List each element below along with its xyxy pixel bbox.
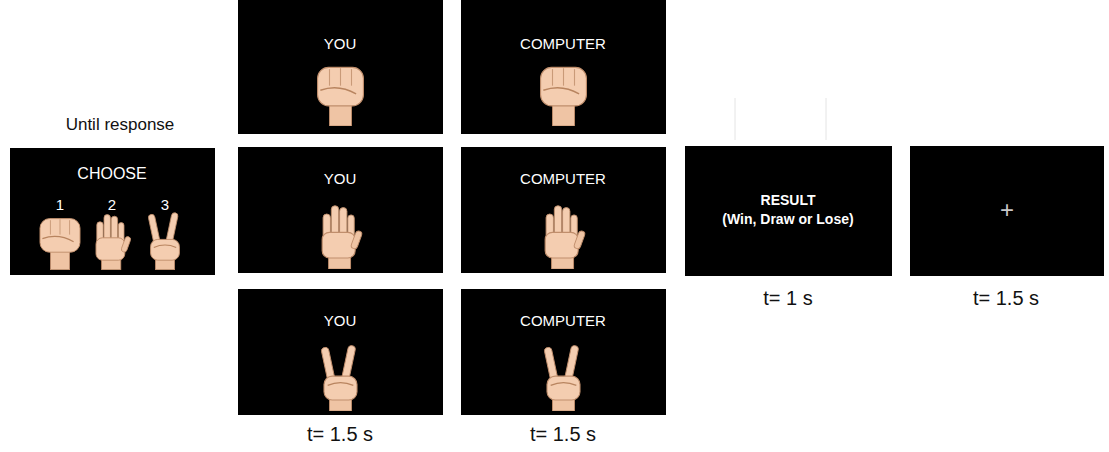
- fixation-cross: +: [1000, 196, 1014, 224]
- screen-heading: YOU: [324, 312, 357, 329]
- rock-hand: [318, 67, 364, 126]
- screen-heading: COMPUTER: [520, 35, 606, 52]
- scissors-hand: [148, 212, 180, 270]
- rock-hand: [541, 67, 587, 126]
- duration-label: t= 1 s: [763, 287, 812, 310]
- screen-heading: YOU: [324, 35, 357, 52]
- duration-label: t= 1.5 s: [530, 423, 596, 446]
- duration-label: t= 1.5 s: [307, 423, 373, 446]
- phase-note: Until response: [66, 115, 175, 135]
- result-heading: RESULT: [761, 192, 816, 208]
- option-number: 3: [161, 196, 169, 213]
- result-screen: RESULT (Win, Draw or Lose): [685, 146, 892, 276]
- rock-hand: [40, 219, 80, 270]
- result-detail: (Win, Draw or Lose): [722, 211, 853, 227]
- scissors-hand: [321, 345, 357, 411]
- scissors-hand: [544, 345, 580, 411]
- paper-hand: [96, 215, 131, 270]
- paper-hand: [545, 206, 585, 269]
- option-number: 2: [108, 196, 116, 213]
- fixation-screen: +: [910, 146, 1104, 276]
- screen-heading: CHOOSE: [77, 165, 146, 183]
- paper-hand: [322, 206, 362, 269]
- faint-bracket: [735, 98, 736, 140]
- faint-bracket: [826, 98, 827, 140]
- screen-heading: COMPUTER: [520, 170, 606, 187]
- screen-heading: YOU: [324, 170, 357, 187]
- duration-label: t= 1.5 s: [973, 287, 1039, 310]
- screen-heading: COMPUTER: [520, 312, 606, 329]
- option-number: 1: [56, 196, 64, 213]
